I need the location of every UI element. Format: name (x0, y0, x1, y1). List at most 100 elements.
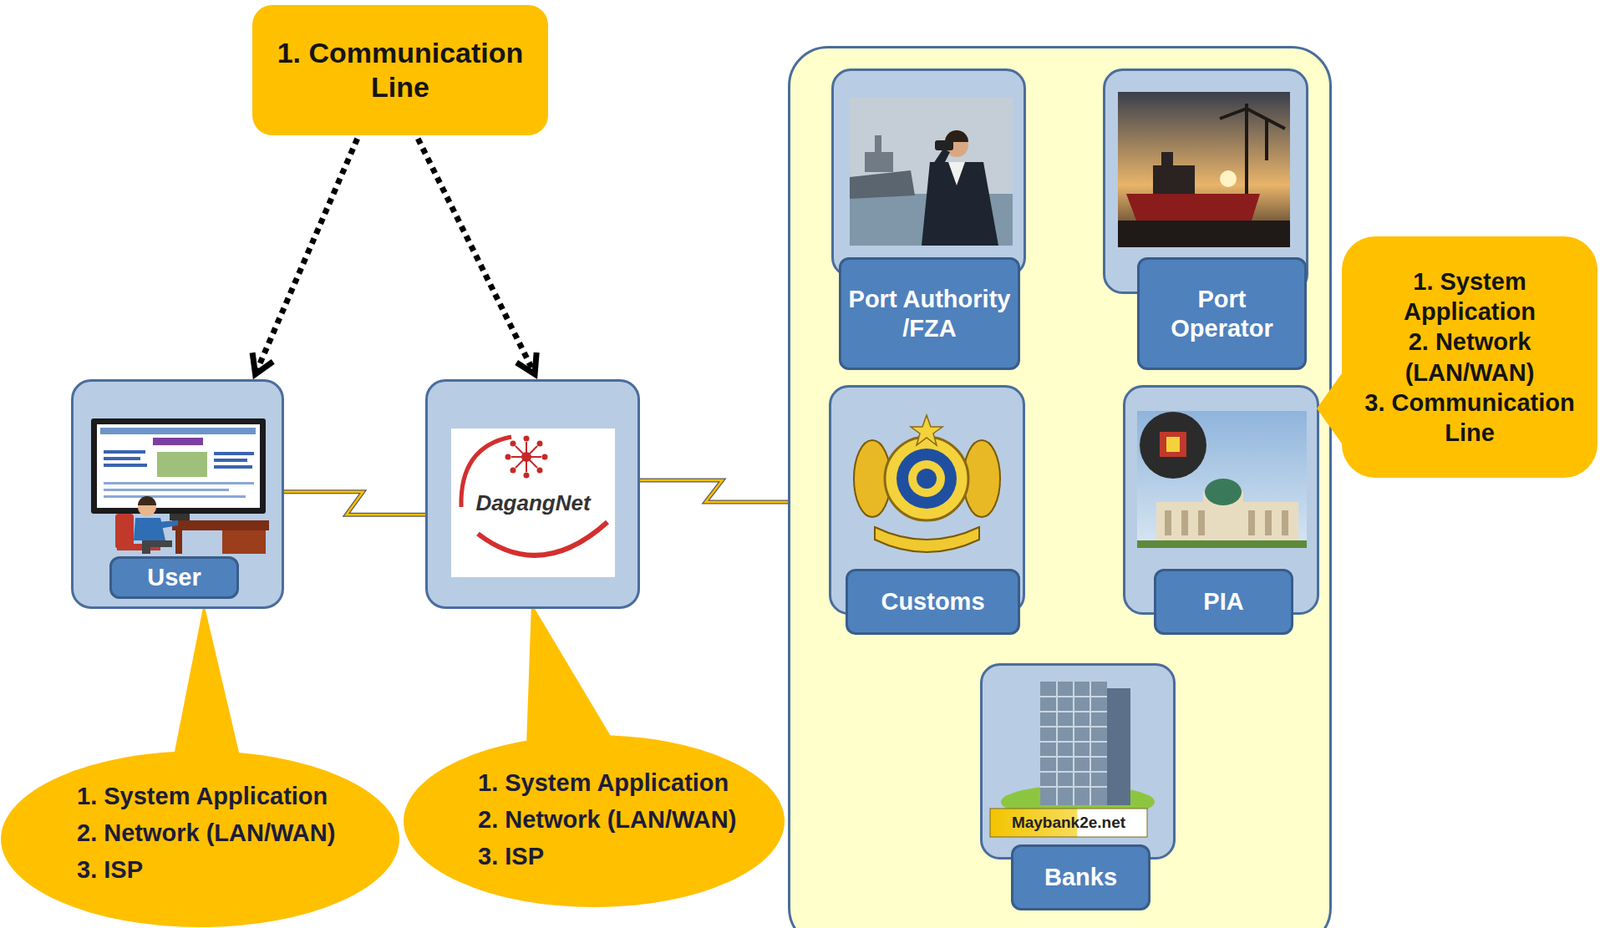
shape-part (1161, 152, 1174, 166)
shape-part (1316, 361, 1351, 456)
lightning-link (640, 480, 788, 503)
connector (284, 492, 426, 516)
shape-part (169, 513, 190, 521)
bullet-list: 1. System Application 2. Network (LAN/WAN… (76, 781, 336, 892)
shape-part (874, 135, 882, 154)
node-label: User (116, 563, 232, 593)
shape-part (896, 448, 957, 509)
shape-part (91, 418, 266, 514)
node-label: Port Operator (1144, 284, 1300, 344)
shape-part (152, 437, 204, 446)
dotted-arrow (255, 138, 358, 375)
shape-part (910, 415, 943, 446)
callout-box: 1. System Application2. Network (LAN/WAN… (1341, 236, 1598, 478)
shape-part (172, 520, 270, 531)
shape-part (1040, 681, 1108, 806)
shape-part (1117, 91, 1291, 248)
shape-part (133, 518, 166, 541)
bubble-tail (526, 603, 617, 747)
shape-part (1089, 681, 1092, 806)
shape-part (103, 457, 141, 461)
shape-part (103, 463, 148, 468)
label-tab: Customs (845, 568, 1021, 635)
shape-part (213, 465, 253, 469)
shape-part (849, 170, 915, 199)
shape-part (103, 488, 229, 492)
list-item: 2. Network (LAN/WAN) (477, 804, 737, 835)
lightning-link (640, 480, 788, 503)
arrow-head (252, 352, 274, 375)
node-label: Port Authority /FZA (846, 284, 1013, 344)
shape-part (1139, 411, 1207, 479)
shape-part (521, 452, 532, 463)
shape-part (1248, 510, 1255, 536)
label-tab: Banks (1010, 844, 1151, 911)
shape-part (1137, 540, 1307, 549)
shape-part (884, 436, 969, 521)
list-item: 1. System Application (76, 781, 336, 812)
bubble-shape (0, 751, 400, 928)
shape-part (142, 540, 173, 554)
shape-part (157, 452, 208, 478)
label-tab: Port Authority /FZA (838, 257, 1021, 371)
shape-part (981, 665, 1175, 859)
shape-part (1198, 510, 1205, 536)
shape-part (1219, 170, 1237, 188)
user-box: User (71, 379, 285, 610)
shape-part (451, 428, 615, 578)
shape-part (921, 162, 999, 246)
node-label: PIA (1161, 587, 1286, 617)
node-label: Customs (853, 587, 1013, 617)
shape-part (990, 808, 1148, 838)
node-label: Banks (1018, 863, 1143, 893)
shape-part (537, 467, 544, 474)
shape-part (137, 496, 157, 506)
lightning-link (284, 492, 426, 516)
bullet-list: 1. System Application2. Network (LAN/WAN… (477, 767, 737, 879)
shape-part (537, 441, 544, 447)
list-item: 2. Network (LAN/WAN) (76, 817, 336, 849)
label-tab: Port Operator (1137, 257, 1307, 371)
shape-part (1159, 431, 1187, 458)
arrow-head (516, 352, 537, 375)
shape-part (523, 436, 530, 442)
shape-part (1072, 681, 1075, 806)
logo-block: DagangNet (451, 486, 615, 520)
shape-part (1126, 193, 1260, 221)
node-text: 1. Communication Line (264, 35, 537, 105)
shape-part (864, 152, 894, 173)
shape-part (934, 140, 954, 151)
shape-part (510, 467, 517, 474)
shape-part (510, 441, 517, 447)
shape-part (103, 450, 146, 454)
agency-card: Banks Maybank2e.net (980, 663, 1176, 911)
shape-part (1181, 510, 1189, 536)
shape-part (908, 460, 945, 498)
gateway-box: DagangNet (425, 379, 640, 610)
shape-part (1264, 510, 1272, 536)
bubble-tail (173, 603, 240, 757)
connector (252, 138, 358, 375)
shape-part (1107, 688, 1131, 806)
logo-label: Maybank2e.net (990, 808, 1148, 838)
shape-part (1204, 478, 1242, 506)
agency-card: Port Operator (1102, 68, 1309, 371)
shape-part (874, 527, 980, 553)
dotted-arrow (417, 138, 535, 375)
callout-tail (1313, 236, 1351, 478)
shape-part (505, 454, 512, 461)
shape-part (1166, 436, 1180, 453)
shape-part (1153, 165, 1195, 194)
node-text: 1. System Application (1353, 266, 1586, 328)
connector (417, 138, 537, 375)
shape-part (1264, 118, 1269, 161)
list-item: 3. ISP (477, 841, 737, 872)
shape-part (222, 530, 266, 554)
shape-part (103, 495, 246, 498)
shape-part (523, 472, 530, 479)
agency-card: PIA (1122, 385, 1320, 635)
shape-part (542, 454, 549, 461)
agency-card: Customs (828, 385, 1026, 635)
shape-part (1219, 108, 1247, 119)
